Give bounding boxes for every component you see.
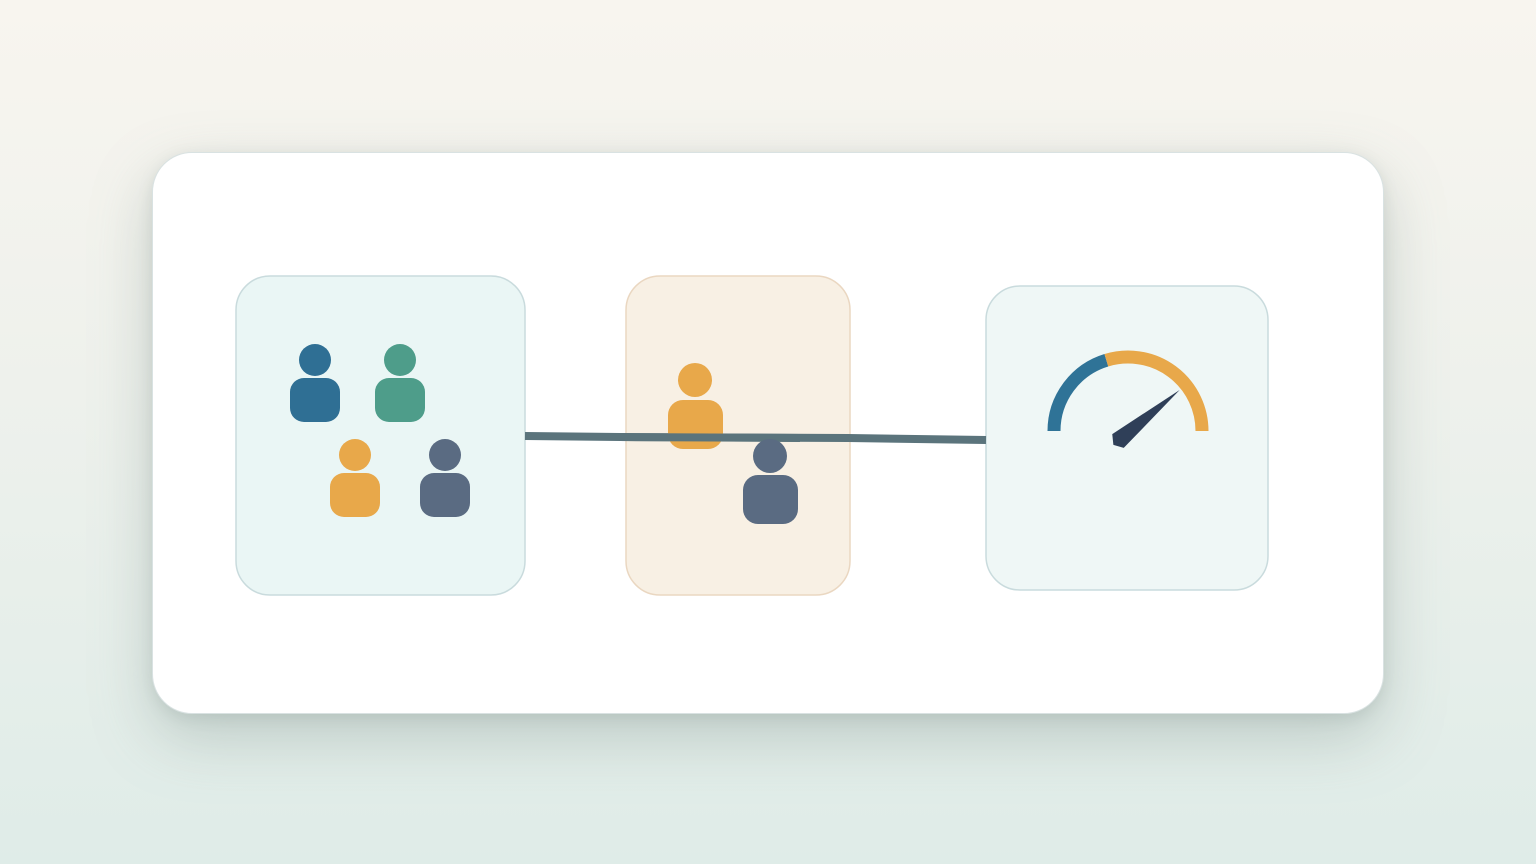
person-icon (330, 439, 380, 517)
person-icon (420, 439, 470, 517)
gauge-arc-high (1104, 350, 1209, 432)
gauge-needle (1112, 390, 1180, 448)
connector-line-segment (619, 433, 801, 442)
person-icon (743, 439, 798, 524)
gauge-icon (1047, 350, 1209, 448)
group-panel (235, 275, 526, 596)
person-icon (375, 344, 425, 422)
person-icon (290, 344, 340, 422)
gauge-arc-low (1047, 354, 1109, 432)
